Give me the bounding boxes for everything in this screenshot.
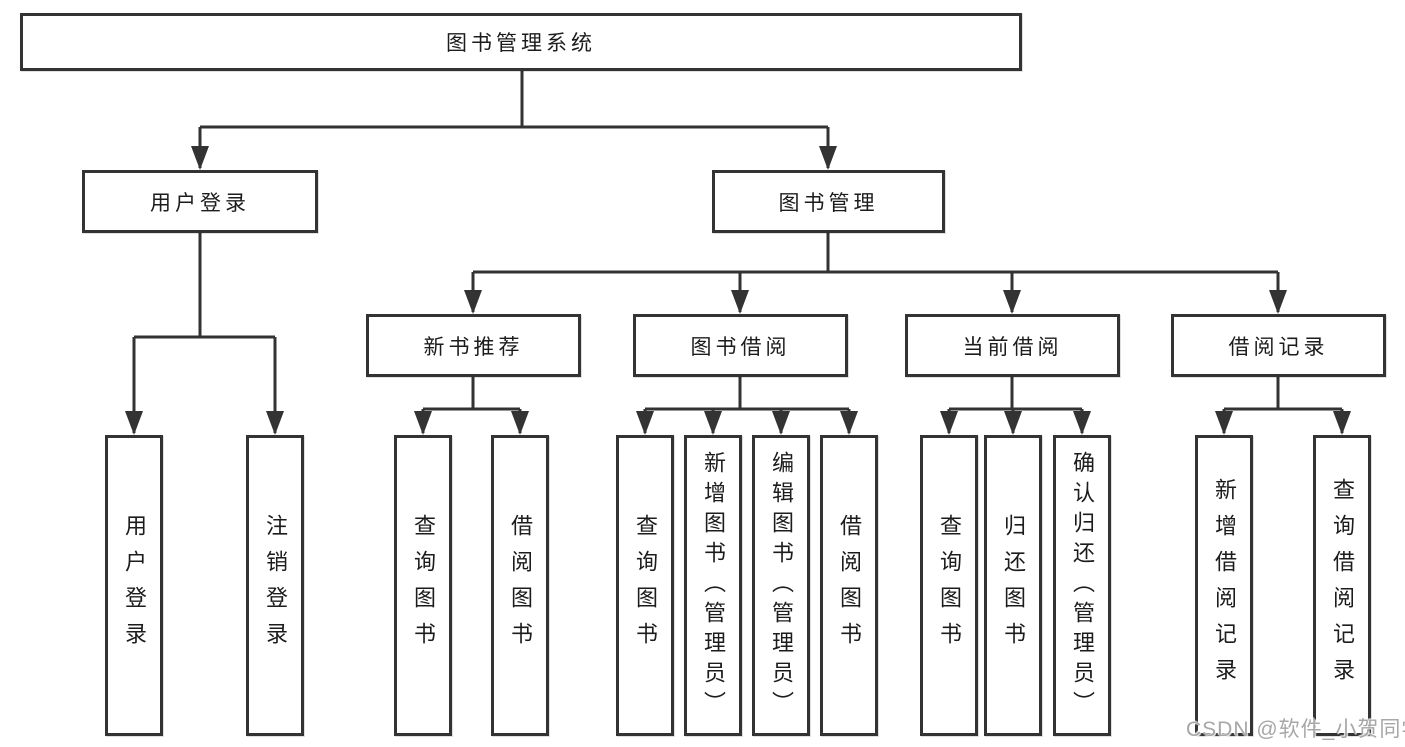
leaf-add-books-admin: 新增图书（管理员） xyxy=(684,435,742,736)
arrow-down-icon xyxy=(511,411,529,435)
leaf-edit-books-admin: 编辑图书（管理员） xyxy=(752,435,810,736)
arrow-down-icon xyxy=(1004,411,1022,435)
leaf-confirm-return-admin-label: 确认归还（管理员） xyxy=(1070,450,1095,721)
node-book-management: 图书管理 xyxy=(712,170,945,233)
arrow-down-icon xyxy=(1215,411,1233,435)
connector-new-book-recommend xyxy=(414,377,529,435)
leaf-confirm-return-admin: 确认归还（管理员） xyxy=(1053,435,1111,736)
leaf-query-borrow-record-label: 查询借阅记录 xyxy=(1330,477,1355,694)
arrow-down-icon xyxy=(731,290,749,314)
connector-book-mgmt-to-level3 xyxy=(464,233,1287,314)
arrow-down-icon xyxy=(1003,290,1021,314)
leaf-add-borrow-record-label: 新增借阅记录 xyxy=(1212,477,1237,694)
arrow-down-icon xyxy=(636,411,654,435)
arrow-down-icon xyxy=(1073,411,1091,435)
node-current-borrow-label: 当前借阅 xyxy=(962,335,1063,359)
leaf-query-borrow-record: 查询借阅记录 xyxy=(1313,435,1371,736)
leaf-borrow-books: 借阅图书 xyxy=(820,435,878,736)
leaf-edit-books-admin-label: 编辑图书（管理员） xyxy=(769,450,794,721)
csdn-watermark: CSDN @软件_小贺同学 xyxy=(1186,718,1405,741)
leaf-query-books-current-label: 查询图书 xyxy=(937,513,962,658)
arrow-down-icon xyxy=(819,146,837,170)
node-book-borrow-label: 图书借阅 xyxy=(690,335,791,359)
leaf-borrow-books-recommend: 借阅图书 xyxy=(491,435,549,736)
node-book-management-label: 图书管理 xyxy=(778,191,879,215)
arrow-down-icon xyxy=(1333,411,1351,435)
arrow-down-icon xyxy=(704,411,722,435)
node-library-system-label: 图书管理系统 xyxy=(446,32,596,55)
arrow-down-icon xyxy=(266,411,284,435)
connector-borrow-records xyxy=(1215,377,1351,435)
arrow-down-icon xyxy=(464,290,482,314)
leaf-query-books-recommend: 查询图书 xyxy=(394,435,452,736)
leaf-borrow-books-label: 借阅图书 xyxy=(837,513,862,658)
leaf-user-login-label: 用户登录 xyxy=(122,513,147,658)
leaf-add-borrow-record: 新增借阅记录 xyxy=(1195,435,1253,736)
leaf-add-books-admin-label: 新增图书（管理员） xyxy=(701,450,726,721)
node-library-system: 图书管理系统 xyxy=(20,13,1022,71)
node-book-borrow: 图书借阅 xyxy=(633,314,848,377)
arrow-down-icon xyxy=(414,411,432,435)
node-user-login-label: 用户登录 xyxy=(150,191,250,215)
node-user-login: 用户登录 xyxy=(82,170,318,233)
leaf-borrow-books-recommend-label: 借阅图书 xyxy=(508,513,533,658)
leaf-logout-label: 注销登录 xyxy=(263,513,288,658)
connector-root-to-level2 xyxy=(191,71,837,170)
arrow-down-icon xyxy=(772,411,790,435)
node-borrow-records-label: 借阅记录 xyxy=(1228,335,1329,359)
leaf-return-books-label: 归还图书 xyxy=(1001,513,1026,658)
leaf-query-books-borrow: 查询图书 xyxy=(616,435,674,736)
arrow-down-icon xyxy=(940,411,958,435)
node-borrow-records: 借阅记录 xyxy=(1171,314,1386,377)
connector-user-login-to-leaves xyxy=(125,233,284,435)
node-new-book-recommend: 新书推荐 xyxy=(366,314,581,377)
arrow-down-icon xyxy=(840,411,858,435)
arrow-down-icon xyxy=(191,146,209,170)
arrow-down-icon xyxy=(125,411,143,435)
node-new-book-recommend-label: 新书推荐 xyxy=(423,335,524,359)
leaf-query-books-recommend-label: 查询图书 xyxy=(411,513,436,658)
leaf-query-books-borrow-label: 查询图书 xyxy=(633,513,658,658)
leaf-query-books-current: 查询图书 xyxy=(920,435,978,736)
connector-current-borrow xyxy=(940,377,1091,435)
node-current-borrow: 当前借阅 xyxy=(905,314,1120,377)
arrow-down-icon xyxy=(1269,290,1287,314)
leaf-user-login: 用户登录 xyxy=(105,435,163,736)
leaf-logout: 注销登录 xyxy=(246,435,304,736)
leaf-return-books: 归还图书 xyxy=(984,435,1042,736)
connector-book-borrow xyxy=(636,377,858,435)
